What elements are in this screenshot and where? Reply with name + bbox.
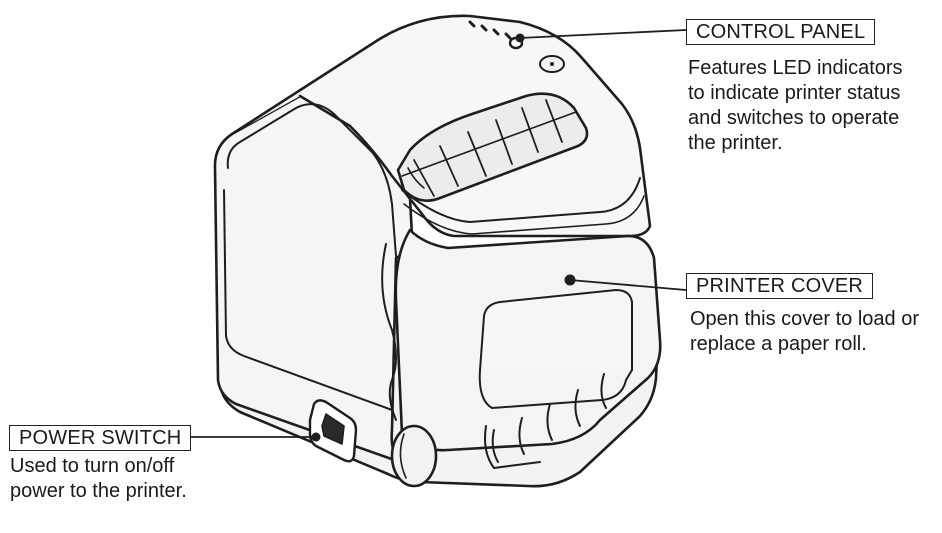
- power-switch-description: Used to turn on/off power to the printer…: [10, 454, 187, 504]
- power-switch-desc-line-2: power to the printer.: [10, 480, 187, 502]
- leader-lines: [189, 29, 687, 438]
- control-panel-marker: [515, 33, 525, 43]
- side-knob: [390, 424, 438, 488]
- printer-cover-marker: [564, 274, 576, 286]
- power-switch-marker: [311, 432, 321, 442]
- paper-exit-slot: [396, 92, 589, 202]
- power-switch-title: POWER SWITCH: [9, 425, 192, 451]
- control-panel-desc-line-2: to indicate printer status: [688, 82, 901, 104]
- power-switch-desc-line-1: Used to turn on/off: [10, 455, 175, 477]
- printer-cover-desc-line-2: replace a paper roll.: [690, 333, 867, 355]
- printer-cover-desc-line-1: Open this cover to load or: [690, 308, 920, 330]
- control-panel-desc-line-4: the printer.: [688, 132, 783, 154]
- control-panel-desc-line-1: Features LED indicators: [688, 57, 903, 79]
- front-cover-panel: [479, 289, 633, 371]
- control-panel-description: Features LED indicators to indicate prin…: [688, 56, 903, 156]
- printer-cover-description: Open this cover to load or replace a pap…: [690, 307, 919, 357]
- printer-cover-title: PRINTER COVER: [686, 273, 874, 299]
- cover-grip-ridges: [491, 373, 607, 463]
- control-panel-desc-line-3: and switches to operate: [688, 107, 900, 129]
- power-switch: [308, 399, 358, 463]
- control-panel: [468, 20, 565, 73]
- control-panel-title: CONTROL PANEL: [686, 19, 876, 45]
